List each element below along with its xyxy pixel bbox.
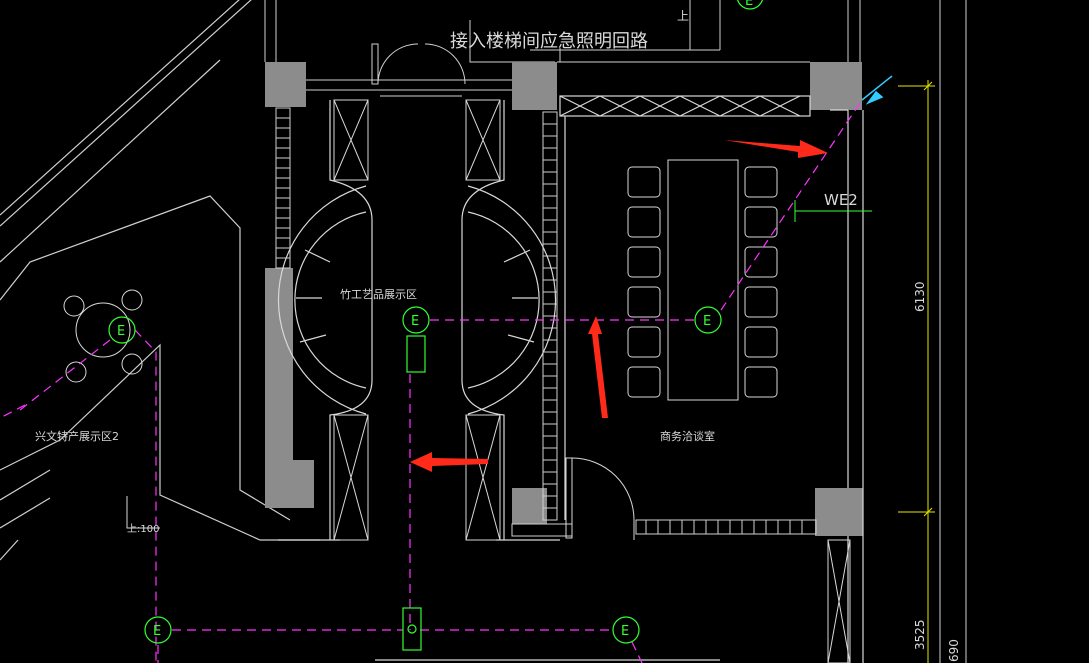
specialty-area-label: 兴文特产展示区2 — [35, 429, 119, 443]
fixture-letter: E — [411, 314, 419, 329]
emergency-light-fixture — [108, 316, 136, 344]
emergency-circuit — [0, 99, 863, 663]
fixture-letter: E — [621, 624, 629, 639]
exit-sign — [406, 335, 426, 373]
circuit-label: WE2 — [824, 191, 858, 209]
meeting-table — [667, 159, 739, 401]
brick-walls — [275, 107, 817, 537]
cyan-marker — [861, 75, 893, 105]
display-cabinets — [333, 99, 851, 663]
annotation-arrows — [410, 140, 828, 472]
emergency-light-fixture — [612, 616, 640, 644]
fixture-letter: E — [745, 0, 753, 9]
arrow-to-circuit — [724, 140, 828, 158]
stair-note: 接入楼梯间应急照明回路 — [450, 31, 648, 52]
emergency-fixtures — [108, 0, 763, 651]
level-mark: 上:100 — [127, 523, 159, 535]
dimension-690: 690 — [947, 639, 961, 662]
exit-sign — [402, 607, 422, 651]
fixture-letter: E — [117, 324, 125, 339]
stair-outline — [264, 0, 967, 663]
meeting-room-label: 商务洽谈室 — [660, 429, 715, 443]
arrow-up — [588, 316, 608, 418]
emergency-light-fixture — [144, 616, 172, 644]
emergency-light-fixture — [402, 306, 430, 334]
fixture-letters: E E E E E E — [117, 0, 753, 639]
dimension-6130: 6130 — [913, 281, 927, 312]
fixture-letter: E — [153, 624, 161, 639]
stair-up-mark: 上 — [677, 9, 689, 23]
building-outline-left — [0, 0, 320, 561]
emergency-light-fixture — [737, 0, 763, 10]
circuit-leader — [794, 200, 872, 222]
dimension-3525: 3525 — [913, 619, 927, 650]
meeting-room-door — [565, 457, 635, 540]
meeting-chairs — [627, 166, 778, 398]
bamboo-area-label: 竹工艺品展示区 — [340, 287, 417, 301]
fixture-letter: E — [703, 314, 711, 329]
bamboo-display-curves — [277, 100, 720, 661]
meeting-room-walls — [559, 95, 864, 663]
door-top — [371, 43, 466, 97]
round-table-set — [63, 289, 143, 383]
emergency-light-fixture — [694, 306, 722, 334]
dimension-lines — [898, 80, 935, 663]
arrow-left — [410, 452, 488, 472]
level-marker — [126, 496, 160, 529]
